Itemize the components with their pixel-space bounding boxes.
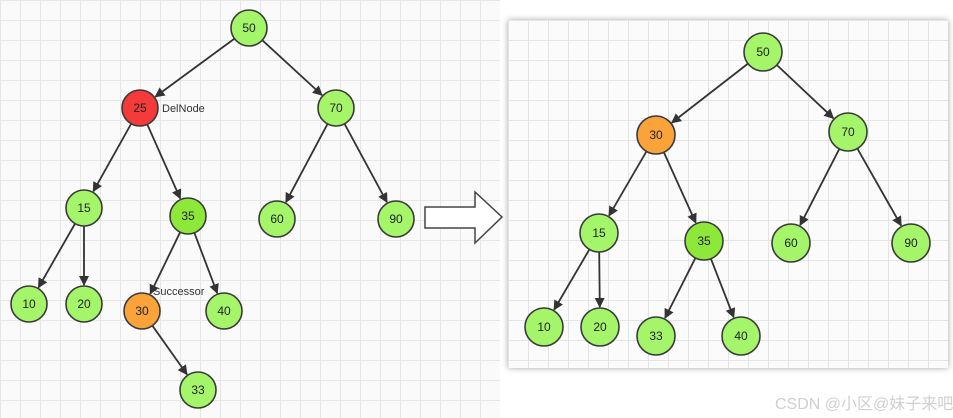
after-node-label: 60 [784,236,798,250]
before-node-60: 60 [258,200,296,238]
successor-tag: Successor [153,286,205,298]
before-node-circle [65,189,103,227]
before-node-90: 90 [377,200,415,238]
before-node-15: 15 [65,189,103,227]
after-node-90: 90 [891,223,931,263]
before-node-35: 35 [169,197,207,235]
before-node-circle [179,371,217,409]
before-edge-35-30 [149,231,181,295]
before-node-circle [121,89,159,127]
after-node-label: 50 [756,45,770,59]
before-node-circle [169,197,207,235]
before-edge-15-10 [37,223,76,289]
before-node-10: 10 [10,285,48,323]
after-node-30: 30 [636,115,676,155]
after-node-label: 15 [592,226,606,240]
before-node-label: 50 [242,21,256,35]
after-edge-50-70 [776,64,835,119]
delnode-tag: DelNode [162,103,205,115]
before-edge-35-40 [193,232,219,295]
after-node-label: 70 [841,125,855,139]
after-node-33: 33 [636,316,676,356]
before-node-circle [317,89,355,127]
after-node-70: 70 [828,112,868,152]
before-edge-50-70 [261,39,323,96]
before-node-circle [10,285,48,323]
before-node-label: 35 [181,209,195,223]
after-edge-15-10 [553,248,591,311]
before-node-70: 70 [317,89,355,127]
after-tree-panel [508,20,948,368]
before-node-label: 30 [135,304,149,318]
before-edge-30-33 [151,325,188,376]
after-node-circle [524,307,564,347]
after-node-label: 40 [734,329,748,343]
before-node-label: 33 [191,383,205,397]
after-edge-70-60 [799,148,841,227]
before-node-circle [230,9,268,47]
before-node-label: 10 [22,297,36,311]
after-node-label: 30 [649,128,663,142]
watermark: CSDN @小区@妹子来吧 [775,396,953,413]
before-tree-canvas [0,0,500,418]
before-node-40: 40 [205,292,243,330]
before-node-label: 25 [133,101,147,115]
after-edge-35-33 [664,257,697,320]
transform-arrow [424,190,504,245]
after-edge-70-90 [856,148,902,227]
after-node-circle [579,213,619,253]
after-node-circle [636,115,676,155]
after-node-label: 35 [697,234,711,248]
before-edge-70-60 [285,123,329,204]
after-node-label: 10 [537,320,551,334]
before-node-circle [377,200,415,238]
after-node-circle [828,112,868,152]
after-node-circle [684,221,724,261]
before-node-33: 33 [179,371,217,409]
after-node-circle [771,223,811,263]
before-node-circle [258,200,296,238]
before-node-25: 25 [121,89,159,127]
after-node-15: 15 [579,213,619,253]
after-edge-35-40 [710,258,736,319]
before-edge-50-25 [154,37,236,98]
after-node-circle [891,223,931,263]
before-node-20: 20 [65,285,103,323]
after-node-label: 90 [904,236,918,250]
before-node-circle [123,292,161,330]
before-node-label: 15 [77,201,91,215]
after-node-35: 35 [684,221,724,261]
after-node-circle [580,307,620,347]
before-edge-25-15 [92,123,132,193]
before-node-circle [65,285,103,323]
after-node-circle [743,32,783,72]
after-node-label: 33 [649,329,663,343]
after-node-circle [721,316,761,356]
after-node-40: 40 [721,316,761,356]
after-edge-30-15 [608,150,648,217]
after-node-10: 10 [524,307,564,347]
before-node-label: 20 [77,297,91,311]
before-node-label: 60 [270,212,284,226]
before-node-label: 70 [329,101,343,115]
after-edge-15-20 [594,251,605,309]
before-edge-25-35 [146,124,182,200]
before-edge-70-90 [343,123,388,204]
after-node-60: 60 [771,223,811,263]
before-node-30: 30 [123,292,161,330]
after-edge-50-30 [671,62,749,124]
after-node-circle [636,316,676,356]
after-node-label: 20 [593,320,607,334]
before-node-50: 50 [230,9,268,47]
after-edge-30-35 [663,151,697,224]
after-node-20: 20 [580,307,620,347]
before-node-label: 90 [389,212,403,226]
after-node-50: 50 [743,32,783,72]
before-node-circle [205,292,243,330]
before-node-label: 40 [217,304,231,318]
